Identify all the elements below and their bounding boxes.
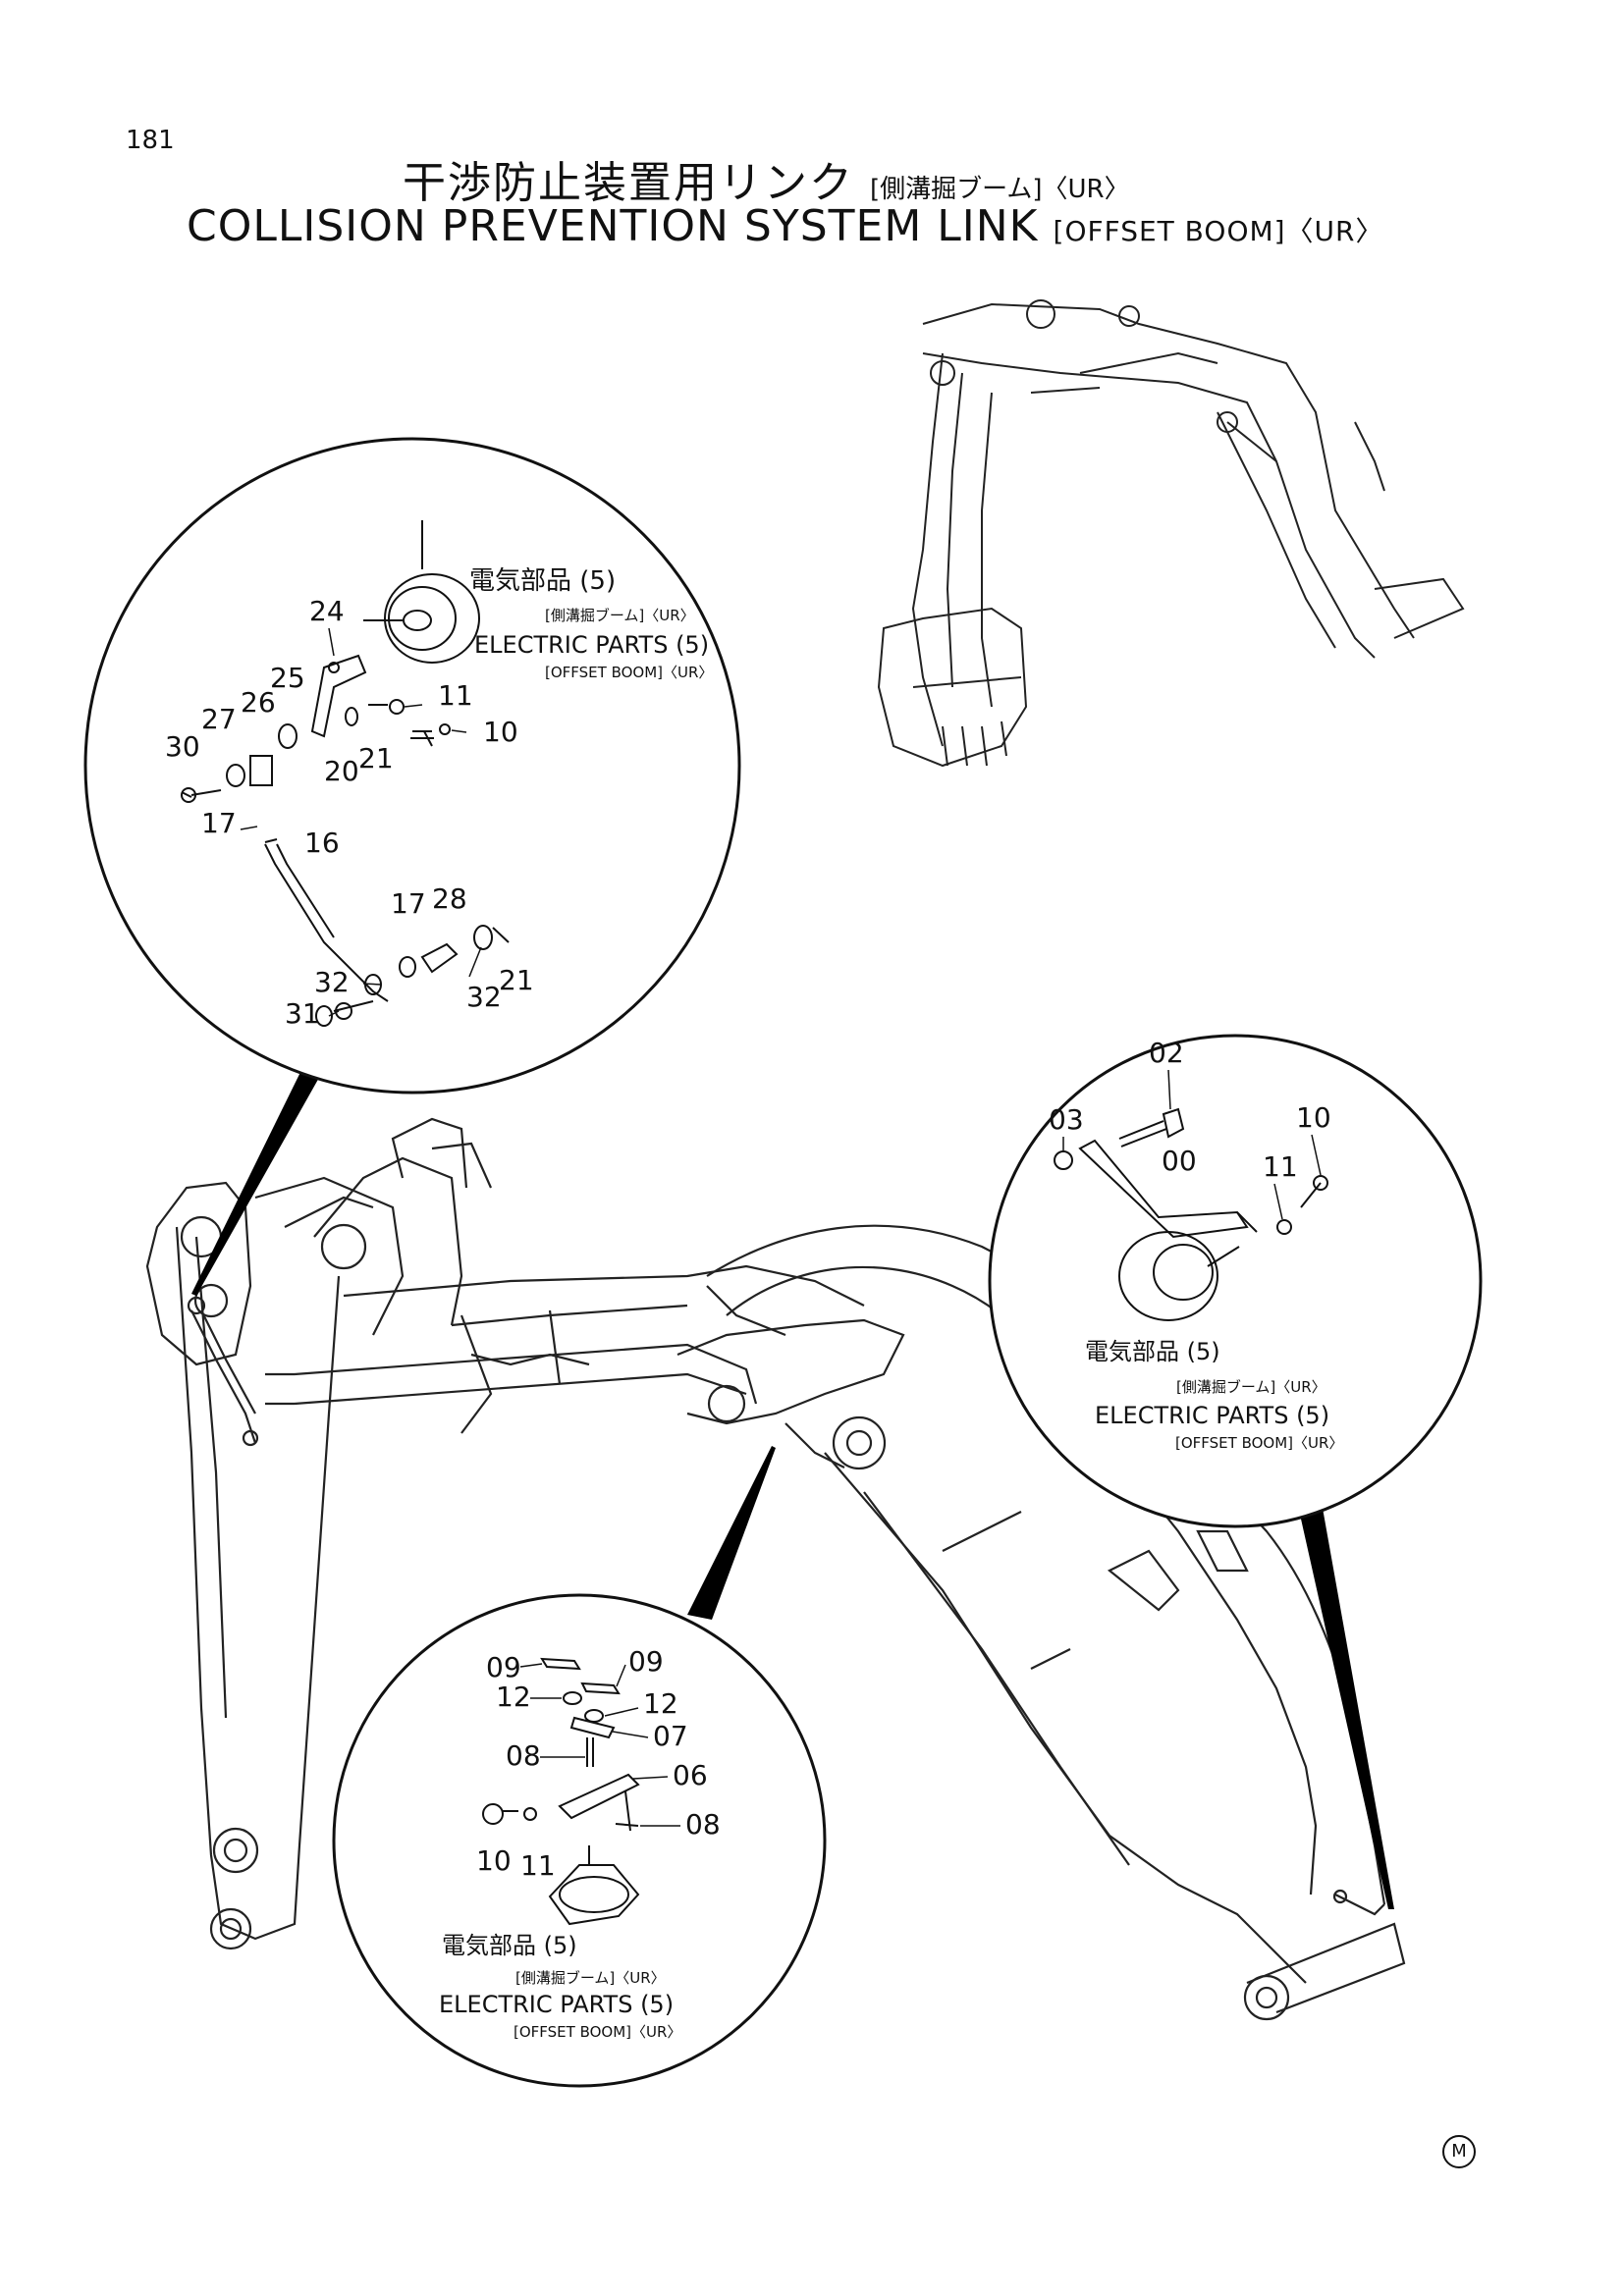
part-label-08b: 08 xyxy=(685,1808,721,1841)
part-label-27: 27 xyxy=(201,703,237,735)
note-en-right: ELECTRIC PARTS (5) xyxy=(1095,1402,1329,1429)
detail-circle-right xyxy=(988,1034,1483,1528)
part-label-31: 31 xyxy=(285,997,320,1030)
manufacturer-mark: M xyxy=(1442,2135,1476,2168)
part-label-21b: 21 xyxy=(499,964,534,996)
note-jp-sub-top-left: [側溝掘ブーム]〈UR〉 xyxy=(545,607,695,624)
overview-arm-drawing xyxy=(877,299,1465,768)
part-label-32b: 32 xyxy=(466,981,502,1013)
part-label-32a: 32 xyxy=(314,966,350,998)
part-label-12b: 12 xyxy=(643,1687,678,1720)
main-boom-drawing xyxy=(145,1117,1406,2021)
leader-wedges xyxy=(191,1060,1394,1909)
note-jp-sub-bottom: [側溝掘ブーム]〈UR〉 xyxy=(515,1969,666,1987)
part-label-21a: 21 xyxy=(358,742,394,774)
part-label-02: 02 xyxy=(1149,1037,1184,1069)
title-english-sub: [OFFSET BOOM]〈UR〉 xyxy=(1053,215,1384,247)
detail-right-labels: 02 03 00 10 11 電気部品 (5) [側溝掘ブーム]〈UR〉 ELE… xyxy=(1049,1037,1343,1452)
note-en-sub-right: [OFFSET BOOM]〈UR〉 xyxy=(1175,1434,1343,1452)
note-en-sub-top-left: [OFFSET BOOM]〈UR〉 xyxy=(545,664,713,681)
part-label-12a: 12 xyxy=(496,1681,531,1713)
part-label-25: 25 xyxy=(270,662,305,694)
note-en-sub-bottom: [OFFSET BOOM]〈UR〉 xyxy=(514,2023,681,2041)
part-label-10: 10 xyxy=(483,716,518,748)
part-label-30: 30 xyxy=(165,730,200,763)
part-label-17a: 17 xyxy=(201,807,237,839)
note-jp-right: 電気部品 (5) xyxy=(1085,1338,1220,1365)
detail-right-drawing xyxy=(1054,1107,1328,1321)
title-english-main: COLLISION PREVENTION SYSTEM LINK xyxy=(187,201,1039,251)
detail-bottom-leaders xyxy=(519,1663,680,1827)
detail-top-left-leaders xyxy=(240,627,482,1017)
part-label-06: 06 xyxy=(673,1759,708,1791)
detail-circle-bottom xyxy=(332,1593,827,2088)
part-label-11: 11 xyxy=(438,679,473,712)
part-label-24: 24 xyxy=(309,595,345,627)
part-label-11-right: 11 xyxy=(1263,1150,1298,1183)
detail-top-left-drawing xyxy=(181,520,510,1027)
title-english: COLLISION PREVENTION SYSTEM LINK [OFFSET… xyxy=(187,201,1384,251)
note-jp-bottom: 電気部品 (5) xyxy=(442,1932,577,1959)
part-label-16: 16 xyxy=(304,827,340,859)
part-label-11-bottom: 11 xyxy=(520,1849,556,1882)
note-en-bottom: ELECTRIC PARTS (5) xyxy=(439,1991,674,2018)
part-label-09a: 09 xyxy=(486,1651,521,1683)
detail-bottom-labels: 09 09 12 12 07 08 06 08 10 11 電気部品 (5) [… xyxy=(439,1645,721,2041)
part-label-08a: 08 xyxy=(506,1739,541,1772)
part-label-17b: 17 xyxy=(391,887,426,920)
page-number: 181 xyxy=(126,126,175,155)
part-label-10-bottom: 10 xyxy=(476,1844,512,1877)
detail-top-left-labels: 24 25 26 27 30 17 16 20 21 11 10 17 28 3… xyxy=(165,566,713,1030)
part-label-09b: 09 xyxy=(628,1645,664,1678)
note-jp-sub-right: [側溝掘ブーム]〈UR〉 xyxy=(1176,1378,1326,1396)
part-label-07: 07 xyxy=(653,1720,688,1752)
part-label-20: 20 xyxy=(324,755,359,787)
part-label-26: 26 xyxy=(241,686,276,719)
part-label-00: 00 xyxy=(1162,1145,1197,1177)
title-japanese-main: 干渉防止装置用リンク xyxy=(403,158,854,208)
detail-circle-top-left xyxy=(83,437,741,1095)
title-japanese: 干渉防止装置用リンク [側溝掘ブーム]〈UR〉 xyxy=(403,147,1130,210)
part-label-28: 28 xyxy=(432,882,467,915)
note-en-top-left: ELECTRIC PARTS (5) xyxy=(474,631,709,659)
title-japanese-sub: [側溝掘ブーム]〈UR〉 xyxy=(870,175,1130,204)
part-label-10-right: 10 xyxy=(1296,1101,1331,1134)
part-label-03: 03 xyxy=(1049,1103,1084,1136)
detail-bottom-drawing xyxy=(482,1657,640,1926)
note-jp-top-left: 電気部品 (5) xyxy=(469,566,616,596)
detail-right-leaders xyxy=(1062,1069,1322,1220)
